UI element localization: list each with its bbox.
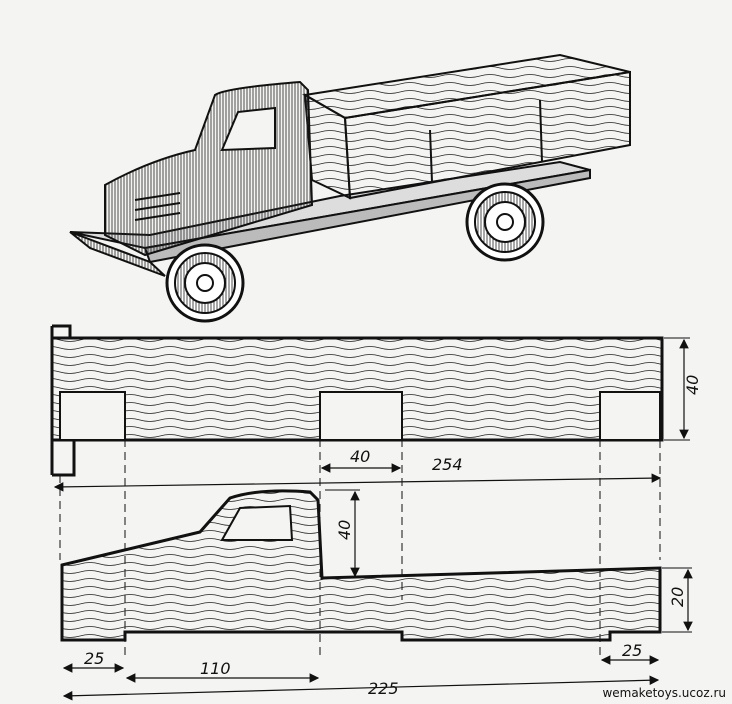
dim-body-height: 20: [668, 587, 687, 607]
bed-rib: [539, 99, 543, 163]
front-wheel: [165, 243, 245, 323]
rear-wheel: [465, 182, 545, 262]
dim-top-slot: 40: [350, 447, 370, 466]
rear-axle-slot: [319, 391, 403, 441]
chassis-plan: [50, 324, 690, 492]
body-piece: [60, 489, 662, 642]
grille-slot: [134, 202, 181, 211]
grille-slot: [134, 192, 181, 201]
watermark: wemaketoys.ucoz.ru: [602, 686, 726, 700]
rear-slot: [599, 391, 661, 441]
body-profile: [60, 489, 662, 642]
dim-cab-height: 40: [335, 520, 354, 540]
dim-top-length: 254: [432, 455, 463, 474]
front-bumper: [69, 231, 166, 277]
dim-total-length: 225: [368, 679, 399, 698]
dim-rear-overhang: 25: [622, 641, 642, 660]
truck-illustration: [69, 53, 631, 323]
dim-front-overhang: 25: [84, 649, 104, 668]
bed-side-wall: [343, 70, 631, 200]
body-window: [220, 504, 294, 541]
front-axle-slot: [59, 391, 126, 441]
cab-window: [220, 106, 276, 152]
grille-slot: [134, 212, 181, 221]
bed-rib: [429, 129, 433, 183]
dim-wheelbase: 110: [200, 659, 231, 678]
dim-top-height: 40: [683, 375, 702, 395]
